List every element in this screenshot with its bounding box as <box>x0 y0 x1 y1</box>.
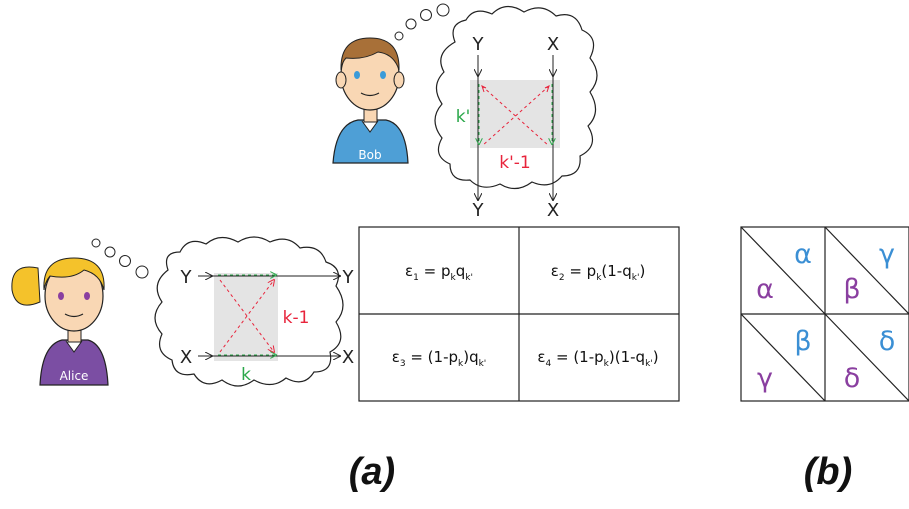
grid-lower-symbol-3: γ <box>757 363 773 394</box>
table-cell-4: ε4 = (1-pk)(1-qk') <box>537 348 658 369</box>
bob-label-side: k' <box>456 107 471 127</box>
bob-label-bottom-left: Y <box>472 200 485 221</box>
grid-lower-symbol-2: β <box>843 274 860 305</box>
bob-label-top-right: X <box>547 34 559 55</box>
alice-label-left-bottom: X <box>180 347 192 368</box>
alice-label-right-top: Y <box>342 267 355 288</box>
alice-label-right-bottom: X <box>342 347 354 368</box>
table-cell-3: ε3 = (1-pk)qk' <box>392 348 487 369</box>
grid-upper-symbol-1: α <box>794 239 812 270</box>
bob-label-bottom-right: X <box>547 200 559 221</box>
alice-circuit: Y X Y X k k-1 <box>180 267 355 385</box>
bob-gray-box <box>470 80 560 148</box>
bob-label-top-left: Y <box>472 34 485 55</box>
caption-a: (a) <box>349 451 395 493</box>
alice-avatar: Alice <box>11 257 109 386</box>
bob-thought-dots <box>394 3 450 41</box>
table-cell-2: ε2 = pk(1-qk') <box>551 262 646 283</box>
alice-label-bottom: k <box>241 365 251 385</box>
alice-name: Alice <box>60 369 89 383</box>
probability-table: ε1 = pkqk' ε2 = pk(1-qk') ε3 = (1-pk)qk' ε4… <box>358 226 680 402</box>
alice-thought-dots <box>91 238 149 279</box>
bob-label-bottom: k'-1 <box>499 153 530 173</box>
caption-b: (b) <box>804 451 853 493</box>
alice-label-left-top: Y <box>180 267 193 288</box>
grid-lower-symbol-4: δ <box>844 363 861 394</box>
grid-lower-symbol-1: α <box>756 274 774 305</box>
alice-label-side: k-1 <box>283 308 310 328</box>
bob-circuit: Y X Y X k' k'-1 <box>456 34 560 221</box>
bob-name: Bob <box>358 148 381 162</box>
grid-upper-symbol-4: δ <box>879 326 896 357</box>
grid-upper-symbol-2: γ <box>879 239 895 270</box>
bob-avatar: Bob <box>332 37 409 164</box>
table-cell-1: ε1 = pkqk' <box>405 262 473 283</box>
grid-upper-symbol-3: β <box>794 326 811 357</box>
